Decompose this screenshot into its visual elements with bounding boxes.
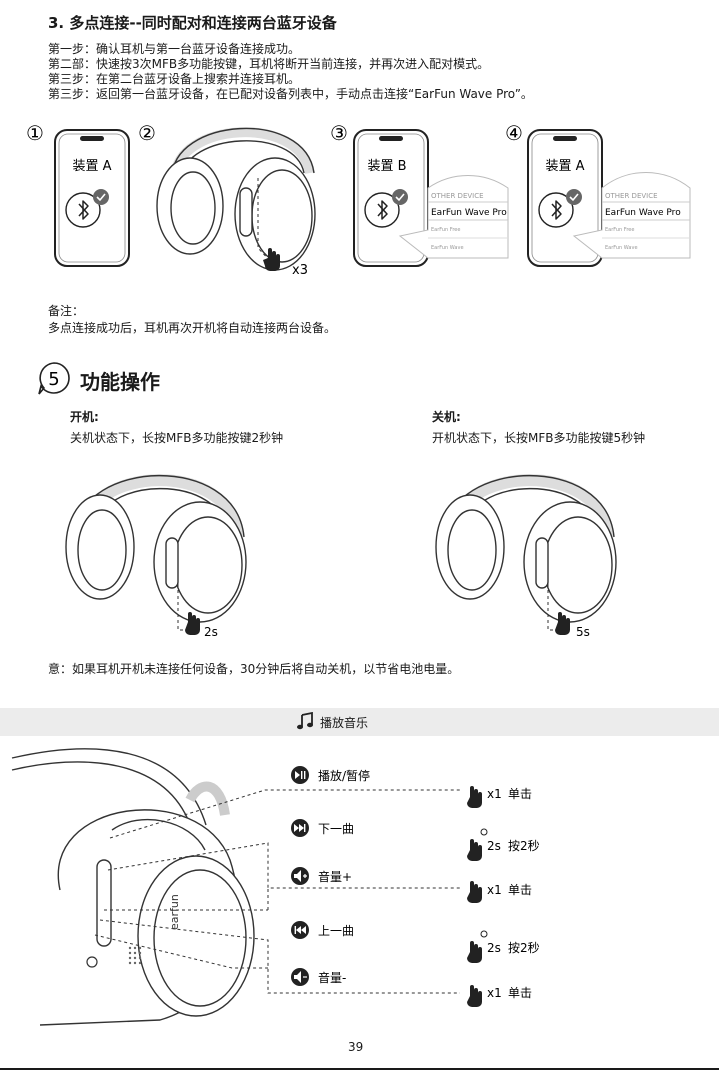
next-track-icon [291,819,309,837]
music-bar [0,708,719,736]
device-a-label: 装置 A [545,159,584,174]
note-label: 备注： [48,304,85,318]
volume-up-icon [291,867,309,885]
function-label: 音量- [318,970,346,985]
finger-hold-icon [185,612,200,635]
popup-device[interactable]: EarFun Wave Pro [431,208,507,218]
headphone-power-on [65,474,247,623]
leader-lines [94,789,460,994]
popup-item: EarFun Free [431,227,460,233]
check-icon [92,188,110,206]
previous-track-icon [291,921,309,939]
brand-logo: earfun [168,894,181,930]
music-note-icon [297,712,313,730]
headphone-power-off [435,474,617,623]
finger-hold-icon [555,612,570,635]
action-desc: 单击 [508,883,532,897]
power-off-hold: 5s [576,625,590,639]
power-off-label: 关机: [432,410,461,424]
headphone-closeup [11,748,255,1026]
step-num-4: ④ [505,121,523,145]
popup-item: EarFun Wave [605,245,638,251]
power-illustrations: 2s 5s [65,474,617,639]
press-count: x3 [292,263,308,278]
note: 备注： 多点连接成功后，耳机再次开机将自动连接两台设备。 [48,303,336,337]
device-a-label: 装置 A [72,159,111,174]
speaker-grille [128,946,142,965]
action-count: 2s [487,941,501,955]
step-2: 第二部：快速按3次MFB多功能按键，耳机将断开当前连接，并再次进入配对模式。 [48,57,490,71]
popup-header: OTHER DEVICE [605,192,658,200]
action-desc: 按2秒 [508,839,540,853]
power-on-label: 开机: [70,410,99,424]
action-count: x1 [487,883,502,897]
action-count: x1 [487,787,502,801]
step-num-1: ① [26,121,44,145]
step-1: 第一步：确认耳机与第一台蓝牙设备连接成功。 [48,42,301,56]
phone-1: 装置 A [54,129,130,267]
play-pause-icon [291,766,309,784]
action-desc: 单击 [508,986,532,1000]
popup-item: EarFun Wave [431,245,464,251]
power-on-hold: 2s [204,625,218,639]
step-num-2: ② [138,121,156,145]
power-off-text: 开机状态下，长按MFB多功能按键5秒钟 [432,431,646,445]
action-desc: 按2秒 [508,941,540,955]
popup-item: EarFun Free [605,227,634,233]
section-title: 3. 多点连接--同时配对和连接两台蓝牙设备 [48,14,337,32]
volume-down-icon [291,968,309,986]
check-icon [391,188,409,206]
device-list-popup: OTHER DEVICE EarFun Wave Pro EarFun Free… [398,175,509,259]
headphone-illustration [156,127,316,271]
action-count: x1 [487,986,502,1000]
device-b-label: 装置 B [367,159,406,174]
phone-3: 装置 A [527,129,603,267]
popup-header: OTHER DEVICE [431,192,484,200]
function-label: 上一曲 [318,924,354,938]
step-num-3: ③ [330,121,348,145]
note-text: 多点连接成功后，耳机再次开机将自动连接两台设备。 [48,321,337,335]
section-5-badge: 5 [38,362,70,395]
auto-off-warning: 意：如果耳机开机未连接任何设备，30分钟后将自动关机，以节省电池电量。 [48,662,460,676]
section-5-number: 5 [48,369,59,390]
finger-tap-icon [467,786,488,1007]
multipoint-figures: ① 装置 A ② x3 ③ 装置 B OTHER DEVICE Ear [26,121,691,278]
music-controls-diagram: earfun 播放/暂停 下一曲 [11,748,540,1026]
step-4: 第三步：返回第一台蓝牙设备，在已配对设备列表中，手动点击连接“EarFun Wa… [48,87,533,101]
power-on-text: 关机状态下，长按MFB多功能按键2秒钟 [70,431,284,445]
function-label: 下一曲 [318,822,354,836]
check-icon [565,188,583,206]
action-count: 2s [487,839,501,853]
step-3: 第三步：在第二台蓝牙设备上搜索并连接耳机。 [48,72,301,86]
function-label: 播放/暂停 [318,768,370,783]
popup-device[interactable]: EarFun Wave Pro [605,208,681,218]
page-number: 39 [348,1040,364,1054]
steps-list: 第一步：确认耳机与第一台蓝牙设备连接成功。 第二部：快速按3次MFB多功能按键，… [48,42,533,102]
finger-press-icon [263,248,280,271]
music-title: 播放音乐 [320,716,369,730]
section-5-title: 功能操作 [80,370,160,394]
bottom-rule [0,1068,719,1070]
device-list-popup: OTHER DEVICE EarFun Wave Pro EarFun Free… [572,171,691,259]
action-desc: 单击 [508,787,532,801]
function-label: 音量+ [318,869,352,884]
